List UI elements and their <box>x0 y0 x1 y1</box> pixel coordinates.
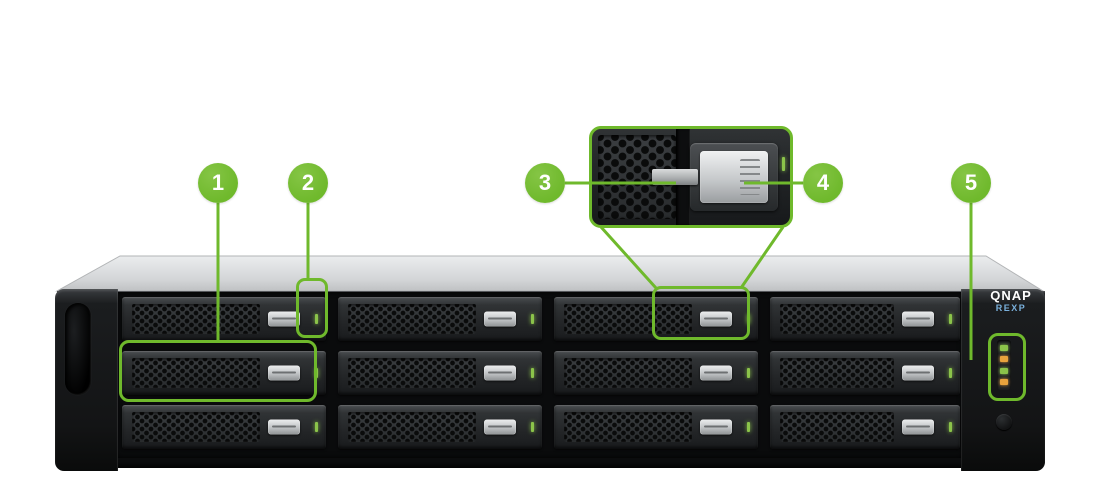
callout-circle-3: 3 <box>525 163 565 203</box>
callout-circle-5: 5 <box>951 163 991 203</box>
tray-vent-grille <box>780 412 894 442</box>
tray-latch <box>268 419 300 435</box>
tray-vent-grille <box>132 304 260 334</box>
power-button <box>996 414 1012 430</box>
tray-latch <box>700 311 732 327</box>
rack-ear-handle-left <box>65 303 91 395</box>
status-led-amber-icon <box>1000 378 1008 385</box>
tray-led <box>949 314 952 324</box>
tray-latch <box>902 419 934 435</box>
tray-latch-button-zoom <box>700 151 768 203</box>
drive-tray <box>338 351 542 395</box>
drive-tray <box>338 405 542 449</box>
tray-latch <box>902 311 934 327</box>
tray-vent-grille <box>348 358 476 388</box>
callout-circle-2: 2 <box>288 163 328 203</box>
status-led-amber-icon <box>1000 356 1008 363</box>
tray-led <box>949 368 952 378</box>
highlight-tray-lock <box>296 278 328 338</box>
model-label: REXP <box>995 303 1027 313</box>
tray-led <box>949 422 952 432</box>
status-led-green-icon <box>1000 367 1008 374</box>
drive-tray <box>554 351 758 395</box>
tray-vent-grille <box>564 412 692 442</box>
status-led-strip <box>997 340 1011 390</box>
tray-vent-grille <box>780 304 894 334</box>
tray-led <box>531 368 534 378</box>
drive-tray <box>770 351 960 395</box>
drive-tray <box>770 297 960 341</box>
tray-latch <box>700 419 732 435</box>
tray-latch <box>700 365 732 381</box>
status-led-green-icon <box>1000 345 1008 352</box>
callout-number: 2 <box>301 170 315 195</box>
tray-latch <box>484 419 516 435</box>
tray-vent-grille <box>564 358 692 388</box>
rack-ear-left <box>55 289 118 471</box>
drive-tray <box>122 351 326 395</box>
tray-latch-tab-zoom <box>652 169 698 185</box>
tray-latch <box>484 365 516 381</box>
tray-vent-grille <box>348 412 476 442</box>
callout-number: 4 <box>816 170 830 195</box>
brand-panel: QNAP REXP <box>981 288 1041 314</box>
tray-latch <box>484 311 516 327</box>
tray-led <box>531 314 534 324</box>
drive-tray <box>122 405 326 449</box>
tray-led-zoom <box>782 157 785 171</box>
tray-vent-grille <box>132 412 260 442</box>
tray-vent-grille <box>564 304 692 334</box>
tray-latch <box>268 311 300 327</box>
tray-latch-grip-zoom <box>740 159 760 195</box>
tray-latch-frame-zoom <box>690 143 778 211</box>
callout-number: 3 <box>538 170 552 195</box>
tray-led <box>315 314 318 324</box>
callout-circle-4: 4 <box>803 163 843 203</box>
tray-vent-grille <box>348 304 476 334</box>
drive-tray <box>554 405 758 449</box>
drive-tray <box>770 405 960 449</box>
brand-logo: QNAP <box>990 288 1032 303</box>
drive-tray <box>338 297 542 341</box>
tray-vent-grille <box>132 358 260 388</box>
callout-circle-1: 1 <box>198 163 238 203</box>
tray-latch-zoom-inset <box>589 126 793 228</box>
tray-latch <box>902 365 934 381</box>
tray-led <box>747 422 750 432</box>
tray-led <box>531 422 534 432</box>
highlight-status-leds <box>988 333 1026 401</box>
callout-number: 1 <box>211 170 225 195</box>
callout-number: 5 <box>964 170 978 195</box>
drive-tray <box>122 297 326 341</box>
tray-latch <box>268 365 300 381</box>
highlight-drive-tray <box>119 340 317 402</box>
tray-vent-grille <box>780 358 894 388</box>
tray-led <box>747 368 750 378</box>
highlight-tray-latch <box>652 286 750 340</box>
tray-led <box>315 422 318 432</box>
